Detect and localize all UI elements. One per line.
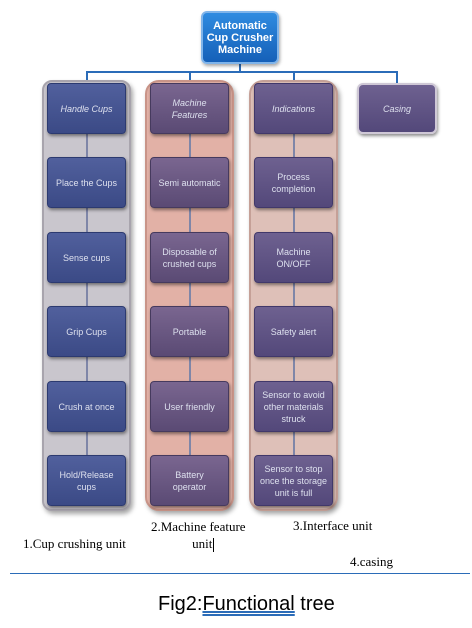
node-semi-automatic: Semi automatic: [150, 157, 229, 208]
column-3-spine: [293, 134, 295, 456]
figure-caption: Fig2:Functional tree: [158, 593, 335, 616]
node-machine-features: Machine Features: [150, 83, 229, 134]
branch-connector-4: [396, 71, 398, 83]
node-indications: Indications: [254, 83, 333, 134]
node-sensor-avoid-other-materials: Sensor to avoid other materials struck: [254, 381, 333, 432]
node-casing: Casing: [357, 83, 437, 134]
root-connector-vertical: [239, 64, 241, 72]
caption-unit-2: 2.Machine feature unit: [151, 518, 246, 553]
node-user-friendly: User friendly: [150, 381, 229, 432]
caption-unit-4: 4.casing: [350, 554, 393, 569]
text-cursor: [213, 538, 215, 553]
node-crush-at-once: Crush at once: [47, 381, 126, 432]
figure-caption-underlined: Functional: [202, 593, 295, 615]
node-disposable-of-crushed-cups: Disposable of crushed cups: [150, 232, 229, 283]
column-1-spine: [86, 134, 88, 456]
node-hold-release-cups: Hold/Release cups: [47, 455, 126, 506]
node-place-the-cups: Place the Cups: [47, 157, 126, 208]
node-sensor-stop-storage-full: Sensor to stop once the storage unit is …: [254, 455, 333, 506]
branch-connector-horizontal: [86, 71, 398, 73]
root-node: Automatic Cup Crusher Machine: [201, 11, 279, 64]
caption-unit-1: 1.Cup crushing unit: [23, 536, 126, 551]
figure-caption-suffix: tree: [294, 593, 335, 615]
node-process-completion: Process completion: [254, 157, 333, 208]
branch-connector-3: [293, 71, 295, 83]
node-portable: Portable: [150, 306, 229, 357]
caption-unit-3: 3.Interface unit: [293, 518, 373, 533]
column-2-spine: [189, 134, 191, 456]
node-handle-cups: Handle Cups: [47, 83, 126, 134]
branch-connector-2: [189, 71, 191, 83]
node-sense-cups: Sense cups: [47, 232, 126, 283]
caption-unit-2-line-1: 2.Machine feature: [151, 519, 246, 534]
divider-line: [10, 573, 470, 574]
figure-caption-prefix: Fig2:: [158, 593, 203, 615]
node-machine-on-off: Machine ON/OFF: [254, 232, 333, 283]
caption-unit-2-line-2: unit: [192, 536, 215, 553]
node-grip-cups: Grip Cups: [47, 306, 126, 357]
node-battery-operator: Battery operator: [150, 455, 229, 506]
node-safety-alert: Safety alert: [254, 306, 333, 357]
branch-connector-1: [86, 71, 88, 83]
